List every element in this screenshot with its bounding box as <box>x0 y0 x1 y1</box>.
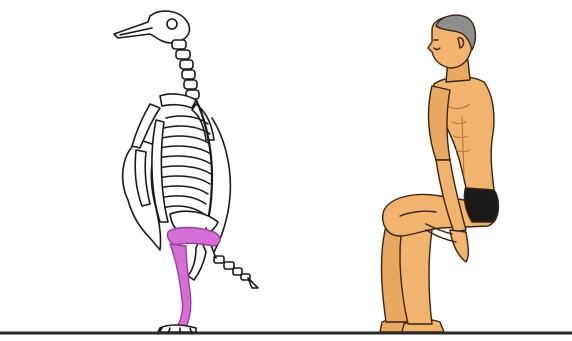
man-upper-arm <box>429 86 450 160</box>
penguin-skeleton <box>114 11 258 334</box>
penguin-neck-vertebrae <box>172 40 199 99</box>
penguin-tail-vertebrae <box>214 256 258 288</box>
penguin-scapula <box>192 104 214 140</box>
crouching-man <box>380 15 499 332</box>
man-shorts <box>464 186 498 222</box>
man-right-shin <box>400 228 432 324</box>
penguin-skull <box>114 11 189 43</box>
penguin-ribs <box>158 116 211 214</box>
penguin-tibia-highlight <box>170 244 191 328</box>
penguin-eye-socket <box>167 19 177 29</box>
man-hand <box>450 230 468 262</box>
